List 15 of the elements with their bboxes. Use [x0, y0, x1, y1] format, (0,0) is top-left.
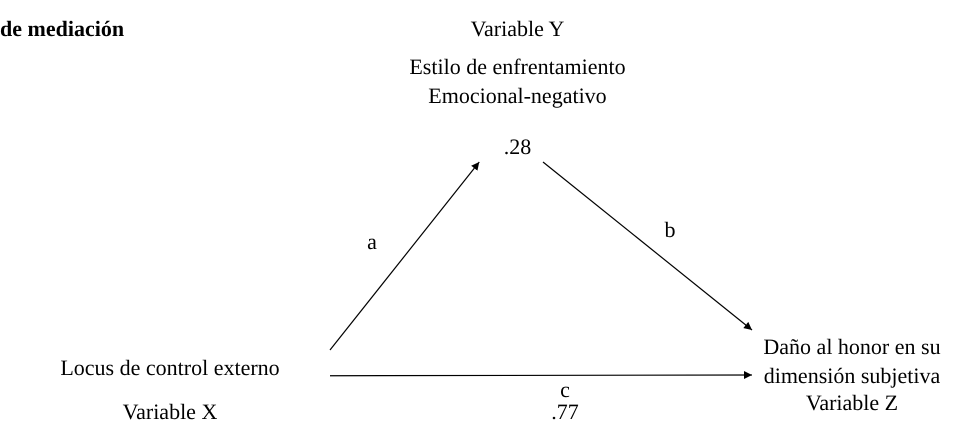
node-label: Locus de control externo: [59, 354, 281, 382]
edge-label: a: [366, 230, 378, 254]
node-label: Estilo de enfrentamiento Emocional-negativo: [408, 53, 627, 110]
arrow: [330, 371, 752, 380]
variable-label: Variable Z: [804, 389, 900, 417]
node-label: Daño al honor en su dimensión subjetiva: [762, 333, 942, 390]
edge-label: c: [559, 378, 571, 402]
edge-label: b: [664, 218, 676, 242]
variable-label: Variable X: [122, 398, 218, 426]
variable-label: Variable Y: [470, 15, 566, 43]
coefficient: .77: [550, 400, 580, 424]
coefficient: .28: [502, 133, 532, 161]
arrow: [542, 162, 752, 330]
title: de mediación: [0, 15, 124, 43]
arrow: [330, 162, 480, 350]
